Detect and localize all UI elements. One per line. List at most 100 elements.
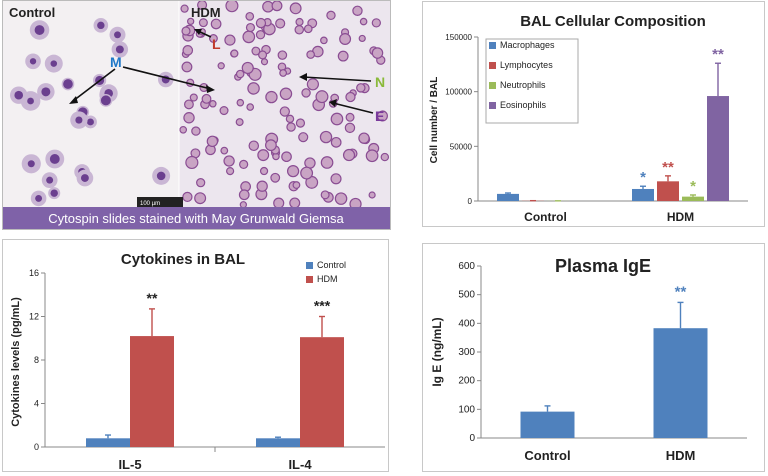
cell: [274, 198, 284, 208]
cytokines-y-axis-label: Cytokines levels (pg/mL): [10, 297, 22, 427]
legend-swatch: [306, 262, 313, 269]
significance-marker: **: [662, 159, 674, 176]
plasma-ige-chart: Plasma IgE Ig E (ng/mL) 0100200300400500…: [423, 244, 764, 471]
cell: [192, 127, 200, 135]
cell: [302, 89, 310, 97]
cell: [243, 31, 255, 43]
cell: [345, 123, 354, 132]
cell: [207, 136, 217, 146]
cell: [346, 92, 355, 101]
cell: [220, 107, 228, 115]
x-tick-label: IL-5: [118, 457, 141, 471]
bar: [654, 328, 708, 438]
cell: [338, 51, 348, 61]
cell: [226, 1, 238, 12]
cell: [256, 31, 264, 39]
cell: [327, 11, 335, 19]
cell-nucleus: [157, 172, 166, 181]
bar: [256, 438, 300, 447]
cell: [293, 182, 300, 189]
bar: [707, 96, 729, 201]
bal-y-axis-label: Cell number / BAL: [429, 77, 440, 164]
cell: [340, 34, 351, 45]
cell: [242, 62, 253, 73]
y-tick-label: 150000: [445, 33, 472, 42]
cell: [357, 84, 365, 92]
cell: [259, 51, 267, 59]
y-tick-label: 16: [29, 268, 39, 278]
bar: [86, 438, 130, 447]
cell-nucleus: [81, 174, 89, 182]
cell-nucleus: [35, 195, 42, 202]
cell: [266, 91, 277, 102]
cell: [239, 190, 249, 200]
cell: [221, 147, 228, 154]
cell-nucleus: [35, 25, 45, 35]
cell: [256, 19, 265, 28]
legend-swatch: [306, 276, 313, 283]
legend-label: Eosinophils: [500, 100, 547, 110]
y-tick-label: 0: [468, 197, 473, 206]
y-tick-label: 4: [34, 399, 39, 409]
cell: [246, 24, 254, 32]
cell-nucleus: [51, 60, 58, 67]
cell: [257, 181, 267, 191]
cell: [290, 198, 300, 208]
legend-label: HDM: [317, 274, 338, 284]
bar: [521, 412, 575, 438]
cell: [261, 168, 268, 175]
cell: [266, 140, 277, 151]
x-tick-label: HDM: [666, 448, 696, 463]
cell-nucleus: [41, 87, 50, 96]
bar: [130, 336, 174, 447]
cell: [186, 157, 198, 169]
cell: [197, 179, 205, 187]
cell: [272, 1, 282, 11]
cell-label-e: E: [375, 108, 384, 124]
y-tick-label: 400: [458, 318, 475, 329]
significance-marker: **: [675, 283, 687, 300]
cell-nucleus: [50, 189, 57, 196]
y-tick-label: 500: [458, 290, 475, 301]
y-tick-label: 300: [458, 347, 475, 358]
cytokines-chart-title: Cytokines in BAL: [121, 251, 245, 268]
cell: [280, 88, 291, 99]
bar: [300, 337, 344, 447]
bar: [632, 189, 654, 201]
cell: [280, 107, 289, 116]
cell: [195, 193, 206, 204]
significance-marker: *: [640, 169, 646, 186]
cell: [247, 104, 253, 110]
significance-marker: **: [712, 46, 724, 63]
bal-composition-chart: BAL Cellular Composition Cell number / B…: [423, 2, 764, 226]
legend-label: Lymphocytes: [500, 60, 553, 70]
legend-label: Control: [317, 260, 346, 270]
micrograph-caption: Cytospin slides stained with May Grunwal…: [48, 211, 344, 226]
cell: [331, 174, 341, 184]
cell: [381, 153, 388, 160]
y-tick-label: 0: [34, 442, 39, 452]
legend-swatch: [489, 62, 496, 69]
cell-label-m: M: [110, 54, 122, 70]
bar: [682, 197, 704, 201]
cell: [316, 91, 328, 103]
cell: [227, 168, 234, 175]
x-tick-label: Control: [524, 448, 570, 463]
cell: [282, 152, 291, 161]
cell-nucleus: [101, 95, 111, 105]
cell: [182, 62, 192, 72]
cell-nucleus: [114, 31, 121, 38]
bar: [497, 194, 519, 201]
y-tick-label: 12: [29, 312, 39, 322]
cell-nucleus: [63, 79, 73, 89]
cell-nucleus: [50, 154, 60, 164]
cell-nucleus: [46, 177, 53, 184]
cell: [299, 133, 308, 142]
cell: [320, 131, 331, 142]
cell: [295, 26, 303, 34]
cell-label-l: L: [212, 36, 221, 52]
cell: [190, 94, 197, 101]
cell-nucleus: [116, 45, 124, 53]
cytokines-chart: Cytokines in BAL Cytokines levels (pg/mL…: [3, 240, 388, 471]
